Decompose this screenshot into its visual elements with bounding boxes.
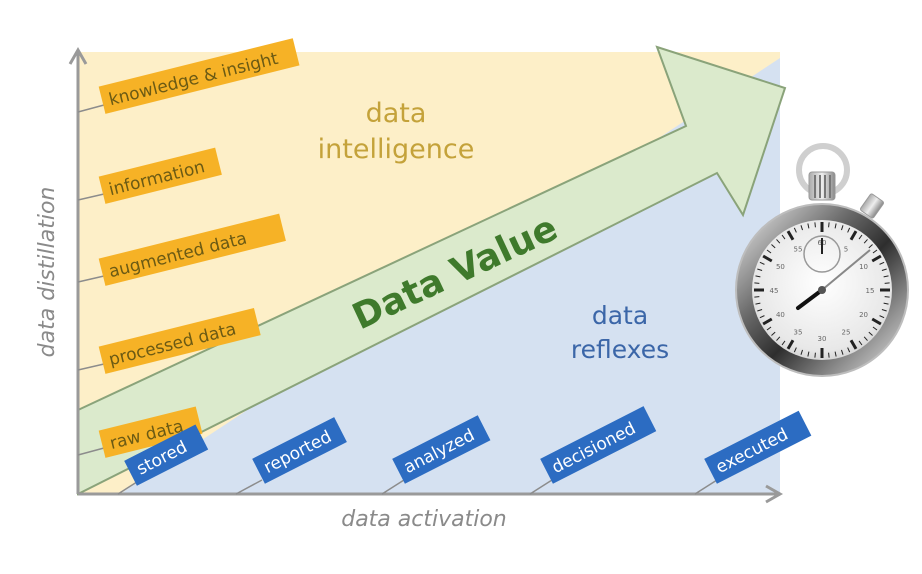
- stopwatch-dial-number: 30: [818, 335, 827, 343]
- stopwatch-dial-number: 25: [842, 329, 851, 337]
- intelligence-label-line1: data: [366, 98, 427, 129]
- distillation-ticks: [77, 104, 105, 456]
- stopwatch-tick: [883, 302, 889, 305]
- stopwatch-tick: [872, 249, 878, 254]
- stopwatch-tick: [754, 296, 760, 298]
- stopwatch-tick: [872, 326, 878, 331]
- stopwatch-dial-number: 20: [859, 311, 868, 319]
- stopwatch-icon: 51015202530354045505560: [735, 143, 909, 377]
- stopwatch-dial-number: 45: [770, 287, 779, 295]
- tick-processed-data: [77, 363, 105, 371]
- stopwatch-ticks: [754, 222, 890, 358]
- x-axis-arrowhead: [765, 484, 784, 504]
- tick-analyzed: [381, 479, 405, 495]
- stopwatch-tick: [766, 249, 772, 254]
- tick-decisioned: [529, 479, 553, 495]
- tick-augmented-data: [77, 275, 105, 283]
- stopwatch-tick: [868, 331, 873, 336]
- stopwatch-tick: [786, 339, 795, 350]
- stopwatch-tick: [757, 308, 763, 312]
- stopwatch-tick: [771, 331, 776, 336]
- stopwatch-tick: [800, 349, 804, 355]
- stopwatch-tick: [800, 225, 804, 231]
- stopwatch-tick: [879, 261, 885, 265]
- stopwatch-tick: [883, 275, 889, 278]
- stopwatch-tick: [776, 239, 781, 244]
- stopwatch-tick: [863, 239, 868, 244]
- stopwatch-tick: [828, 222, 830, 228]
- activation-ticks: [117, 479, 718, 495]
- stopwatch-tick: [786, 230, 795, 241]
- stopwatch-tick: [840, 349, 844, 355]
- reflexes-label-line1: data: [592, 301, 648, 330]
- stopwatch-tick: [807, 223, 810, 229]
- stopwatch-tick: [871, 317, 882, 326]
- stopwatch-tick: [766, 326, 772, 331]
- tick-reported: [235, 479, 263, 495]
- y-axis-arrowhead: [68, 46, 88, 65]
- y-axis-title: data distillation: [35, 187, 60, 358]
- stopwatch-tick: [840, 225, 844, 231]
- stopwatch-dial-number: 15: [866, 287, 875, 295]
- intelligence-label-line2: intelligence: [318, 134, 475, 165]
- stopwatch-dial-number: 50: [776, 263, 785, 271]
- stopwatch-tick: [884, 282, 890, 284]
- stopwatch-tick: [834, 223, 837, 229]
- stopwatch-dial-number: 35: [794, 329, 803, 337]
- stopwatch-tick: [858, 340, 863, 346]
- stopwatch-tick: [879, 315, 885, 319]
- stopwatch-tick: [781, 234, 786, 240]
- stopwatch-tick: [847, 347, 851, 353]
- stopwatch-tick: [828, 352, 830, 358]
- tick-raw-data: [77, 447, 105, 456]
- stopwatch-tick: [834, 351, 837, 357]
- tick-knowledge: [77, 104, 105, 113]
- stopwatch-tick: [793, 347, 797, 353]
- stopwatch-tick: [759, 261, 765, 265]
- stopwatch-tick: [759, 315, 765, 319]
- stopwatch-dial-number: 55: [794, 245, 803, 253]
- stopwatch-tick: [807, 351, 810, 357]
- stopwatch-tick: [781, 340, 786, 346]
- axes: [68, 46, 784, 504]
- stopwatch-tick: [849, 230, 858, 241]
- tick-information: [77, 193, 105, 201]
- stopwatch-tick: [814, 352, 816, 358]
- stopwatch-tick: [847, 227, 851, 233]
- stopwatch-dial-number: 40: [776, 311, 785, 319]
- tick-executed: [694, 479, 718, 495]
- stopwatch-tick: [881, 308, 887, 312]
- stopwatch-dial-number: 5: [844, 245, 848, 253]
- stopwatch-tick: [755, 302, 761, 305]
- stopwatch-tick: [762, 317, 773, 326]
- stopwatch-tick: [776, 336, 781, 341]
- x-axis-title: data activation: [341, 507, 507, 532]
- stopwatch-tick: [868, 244, 873, 249]
- stopwatch-tick: [871, 254, 882, 263]
- reflexes-label-line2: reflexes: [571, 335, 669, 364]
- y-axis-title-group: data distillation: [35, 187, 60, 358]
- stopwatch-tick: [863, 336, 868, 341]
- stopwatch-tick: [754, 282, 760, 284]
- stopwatch-tick: [849, 339, 858, 350]
- stopwatch-dial-number: 10: [859, 263, 868, 271]
- stopwatch-tick: [793, 227, 797, 233]
- stopwatch-tick: [771, 244, 776, 249]
- stopwatch-tick: [755, 275, 761, 278]
- stopwatch-tick: [814, 222, 816, 228]
- stopwatch-tick: [881, 268, 887, 272]
- stopwatch-tick: [858, 234, 863, 240]
- stopwatch-tick: [757, 268, 763, 272]
- stopwatch-tick: [884, 296, 890, 298]
- stopwatch-tick: [762, 254, 773, 263]
